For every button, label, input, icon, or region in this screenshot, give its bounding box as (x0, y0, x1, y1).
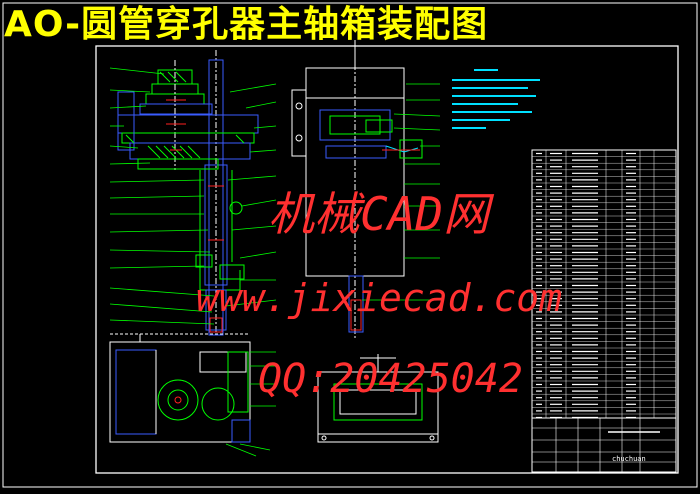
technical-notes (452, 69, 540, 129)
front-view (291, 40, 423, 340)
watermark-site-name: 机械CAD网 (268, 187, 490, 241)
parts-list-table (531, 149, 677, 473)
title-block-company: chuchuan (612, 455, 646, 463)
main-section-view (117, 50, 259, 336)
leader-lines-bottom (225, 351, 276, 457)
bottom-section-view (109, 333, 251, 443)
sheet-border (2, 2, 698, 488)
drawing-frame (95, 45, 679, 474)
bottom-end-view (317, 354, 439, 443)
leader-lines-mid (362, 83, 441, 301)
watermark-qq: QQ:20425042 (258, 356, 523, 402)
watermark-url: www.jixiecad.com (196, 276, 563, 320)
leader-lines-left (109, 67, 277, 325)
drawing-title: AO-圆管穿孔器主轴箱装配图 (4, 4, 489, 45)
